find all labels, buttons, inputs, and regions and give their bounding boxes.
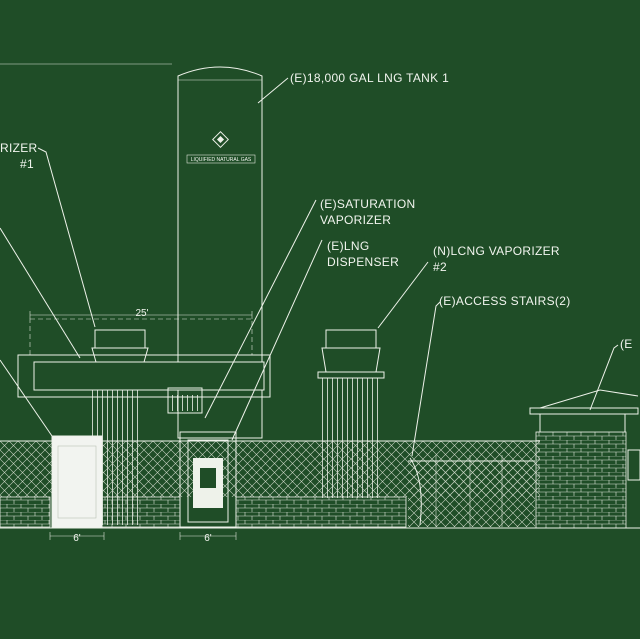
- equipment-enclosure: [51, 435, 103, 529]
- bottom-dimensions: [49, 532, 237, 540]
- access-stairs-platform: [409, 389, 640, 526]
- label-saturation-line2: VAPORIZER: [320, 213, 391, 227]
- label-access-stairs: (E)ACCESS STAIRS(2): [439, 294, 571, 308]
- label-saturation-line1: (E)SATURATION: [320, 197, 415, 211]
- label-dispenser-line2: DISPENSER: [327, 255, 399, 269]
- dimension-left-bottom: 6': [73, 533, 81, 544]
- diamond-logo-icon: [212, 131, 229, 148]
- leader-lines: [0, 77, 619, 457]
- dimension-center-bottom: 6': [204, 533, 212, 544]
- brick-wall: [0, 431, 627, 529]
- lng-dispenser: [179, 431, 237, 528]
- label-vaporizer1-line2: #1: [20, 157, 34, 171]
- label-tank: (E)18,000 GAL LNG TANK 1: [290, 71, 449, 85]
- canopy-structure: [17, 311, 271, 398]
- label-lcng-line2: #2: [433, 260, 447, 274]
- tank-placard: LIQUIFIED NATURAL GAS: [191, 157, 252, 163]
- saturation-vaporizer: [167, 387, 203, 414]
- dimension-top: 25': [135, 308, 148, 319]
- label-dispenser-line1: (E)LNG: [327, 239, 369, 253]
- label-lcng-line1: (N)LCNG VAPORIZER: [433, 244, 560, 258]
- label-right-edge: (E: [620, 337, 633, 351]
- label-vaporizer1-line1: RIZER: [0, 141, 38, 155]
- lng-tank: LIQUIFIED NATURAL GAS: [177, 66, 263, 439]
